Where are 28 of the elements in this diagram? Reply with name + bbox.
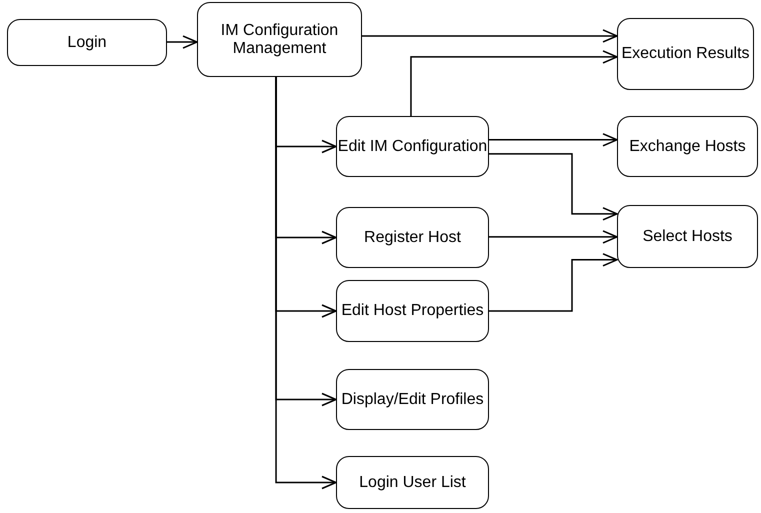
box-label: Select Hosts: [642, 228, 732, 246]
process-box: [336, 456, 489, 509]
process-box: [336, 369, 489, 430]
box-label: Edit IM Configuration: [338, 138, 488, 156]
box-label: Display/Edit Profiles: [341, 390, 484, 408]
box-label: Exchange Hosts: [629, 138, 746, 156]
box-label: Execution Results: [621, 45, 750, 63]
box-label: Login: [67, 34, 107, 52]
arrow: [489, 133, 618, 147]
process-box: [617, 205, 758, 268]
box-label: Edit Host Properties: [341, 302, 484, 320]
box-label: Login User List: [359, 474, 466, 492]
process-box: [336, 280, 489, 342]
process-box: [336, 116, 489, 177]
arrow: [167, 35, 198, 49]
process-box: [617, 116, 758, 177]
arrow: [410, 50, 618, 116]
arrow: [489, 153, 618, 221]
arrow: [362, 29, 618, 43]
process-box: [7, 19, 167, 66]
arrow: [489, 253, 618, 312]
arrow: [489, 230, 618, 244]
box-label: IM Configuration Management: [220, 22, 340, 58]
process-box: [617, 18, 754, 90]
arrow: [275, 77, 337, 490]
box-label: Register Host: [364, 228, 461, 246]
process-box: [197, 2, 362, 77]
process-box: [336, 207, 489, 268]
